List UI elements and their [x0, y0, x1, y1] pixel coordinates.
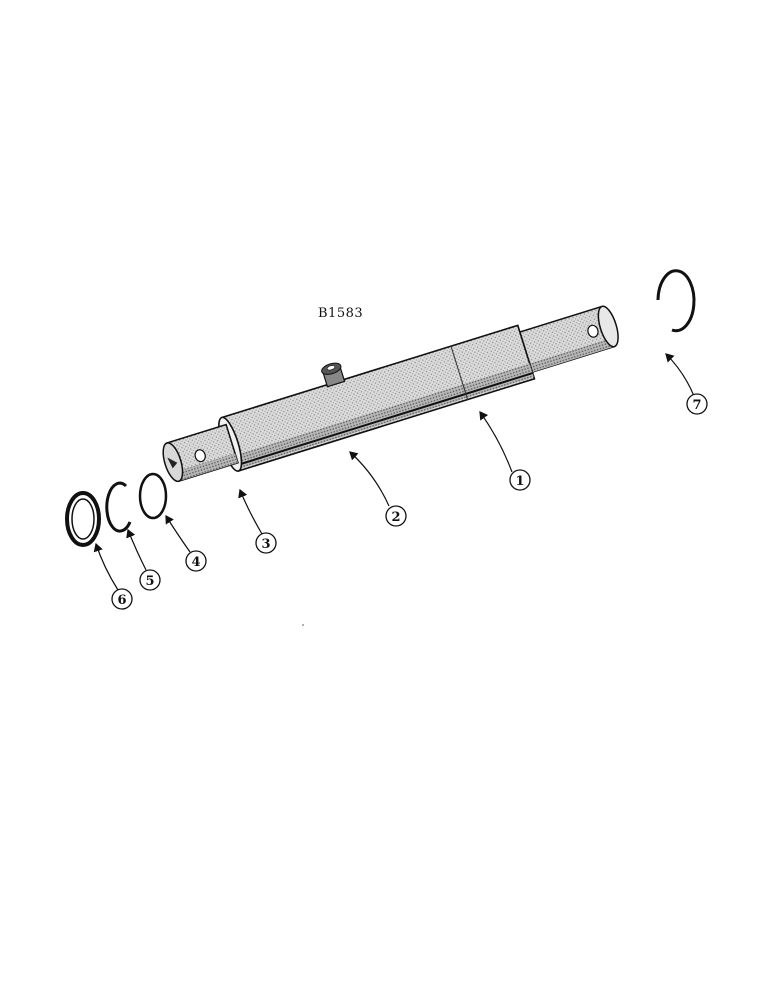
shaft-assembly	[162, 305, 619, 483]
svg-text:6: 6	[117, 593, 126, 608]
washer-ring-outer	[65, 491, 101, 547]
pin-hole-right	[587, 324, 599, 338]
pin-hole-left	[194, 449, 206, 463]
callout-7: 7	[686, 393, 708, 415]
svg-text:5: 5	[145, 574, 154, 589]
callout-3: 3	[255, 532, 277, 554]
stray-mark	[302, 624, 304, 626]
snap-ring-right	[656, 269, 696, 333]
svg-text:3: 3	[261, 537, 270, 552]
tube-body	[218, 324, 536, 472]
snap-ring-left	[105, 481, 132, 533]
svg-text:2: 2	[391, 510, 400, 525]
callout-5: 5	[139, 569, 161, 591]
o-ring	[138, 472, 168, 520]
shaft-left-end	[162, 423, 239, 483]
callout-2: 2	[385, 505, 407, 527]
callout-6: 6	[111, 588, 133, 610]
leader-lines	[93, 353, 695, 591]
grease-fitting	[321, 362, 346, 388]
callout-4: 4	[185, 550, 207, 572]
svg-text:1: 1	[515, 474, 524, 489]
drawing-code: B1583	[318, 306, 364, 321]
washer-ring-inner	[71, 498, 95, 540]
callout-1: 1	[509, 469, 531, 491]
svg-text:4: 4	[191, 555, 200, 570]
svg-text:7: 7	[692, 398, 701, 413]
